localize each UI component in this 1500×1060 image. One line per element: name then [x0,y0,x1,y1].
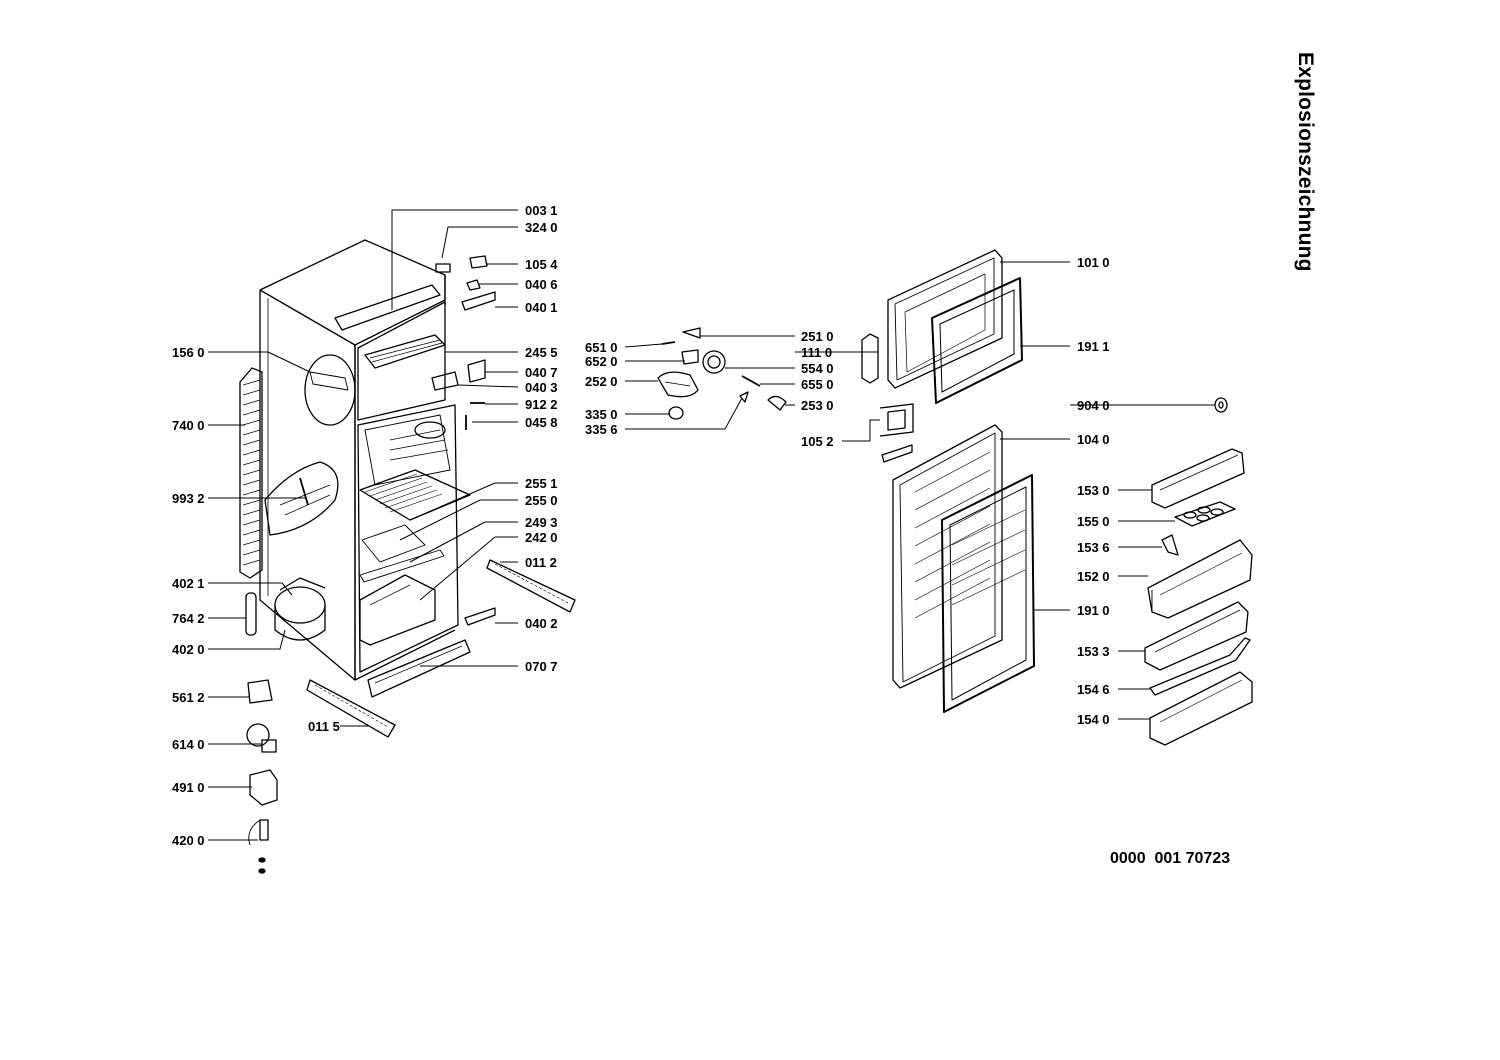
label-6140: 614 0 [172,737,205,752]
glass-shelves [359,469,471,583]
hinge-0402 [464,607,496,626]
freezer-gasket [931,277,1023,404]
label-1546: 154 6 [1077,682,1110,697]
label-1536: 153 6 [1077,540,1110,555]
label-5612: 561 2 [172,690,205,705]
butter-cover [1151,448,1245,509]
detail-inset-freezer [304,354,356,426]
label-0401: 040 1 [525,300,558,315]
label-9040: 904 0 [1077,398,1110,413]
grommets [258,857,266,874]
compressor [274,577,326,641]
label-2530: 253 0 [801,398,834,413]
label-2510: 251 0 [801,329,834,344]
label-0112: 011 2 [525,555,557,570]
bottle-retainer [1149,637,1251,696]
label-4200: 420 0 [172,833,205,848]
clip-1536 [1161,534,1179,556]
cabinet [259,239,459,681]
door-shelf-1540 [1149,671,1253,746]
label-1520: 152 0 [1077,569,1110,584]
label-2551: 255 1 [525,476,558,491]
door-rail-0112 [486,559,576,613]
door-rail-0115 [306,679,396,738]
leader-lines [208,209,1215,841]
label-3350: 335 0 [585,407,618,422]
filter-drier [245,592,257,636]
label-7400: 740 0 [172,418,205,433]
hinge-1052 [879,403,914,463]
door-shelf-1520 [1147,539,1253,619]
freezer-shelf [364,334,446,369]
label-1550: 155 0 [1077,514,1110,529]
egg-tray [1174,501,1236,527]
label-1533: 153 3 [1077,644,1110,659]
condenser [239,367,263,579]
freezer-door [887,249,1003,389]
label-1040: 104 0 [1077,432,1110,447]
label-4021: 402 1 [172,576,205,591]
label-4910: 491 0 [172,780,205,795]
label-0458: 045 8 [525,415,558,430]
label-6520: 652 0 [585,354,618,369]
label-0402: 040 2 [525,616,558,631]
label-3240: 324 0 [525,220,558,235]
label-2420: 242 0 [525,530,558,545]
evaporator [364,414,451,486]
label-3356: 335 6 [585,422,618,437]
label-1560: 156 0 [172,345,205,360]
fridge-gasket [941,474,1035,713]
label-1530: 153 0 [1077,483,1110,498]
page-title: Explosionszeichnung [1294,52,1317,272]
drawing-number: 0000 001 70723 [1110,850,1231,867]
washer [1214,397,1228,413]
label-0707: 070 7 [525,659,558,674]
label-6550: 655 0 [801,377,834,392]
part-labels: 003 1 324 0 105 4 040 6 040 1 156 0 245 … [172,203,1110,848]
label-1052: 105 2 [801,434,834,449]
label-1054: 105 4 [525,257,558,272]
fridge-door [892,424,1003,689]
label-1540: 154 0 [1077,712,1110,727]
label-1010: 101 0 [1077,255,1110,270]
crisper-drawer [359,574,436,646]
electrical-parts [246,679,278,846]
label-1910: 191 0 [1077,603,1110,618]
label-0031: 003 1 [525,203,558,218]
door-handle [861,333,879,384]
label-1110: 111 0 [801,345,832,360]
label-4020: 402 0 [172,642,205,657]
label-0407: 040 7 [525,365,558,380]
label-9932: 993 2 [172,491,205,506]
label-9122: 912 2 [525,397,558,412]
label-0406: 040 6 [525,277,558,292]
label-5540: 554 0 [801,361,834,376]
label-1911: 191 1 [1077,339,1110,354]
bottom-rail [367,639,471,698]
label-2520: 252 0 [585,374,618,389]
thermostat-assembly [657,327,787,420]
label-2550: 255 0 [525,493,558,508]
label-2455: 245 5 [525,345,558,360]
label-2493: 249 3 [525,515,558,530]
label-6510: 651 0 [585,340,618,355]
label-0403: 040 3 [525,380,558,395]
door-shelf-1533 [1144,601,1249,671]
detail-inset-drain [264,461,339,536]
label-7642: 764 2 [172,611,205,626]
label-0115: 011 5 [308,719,340,734]
